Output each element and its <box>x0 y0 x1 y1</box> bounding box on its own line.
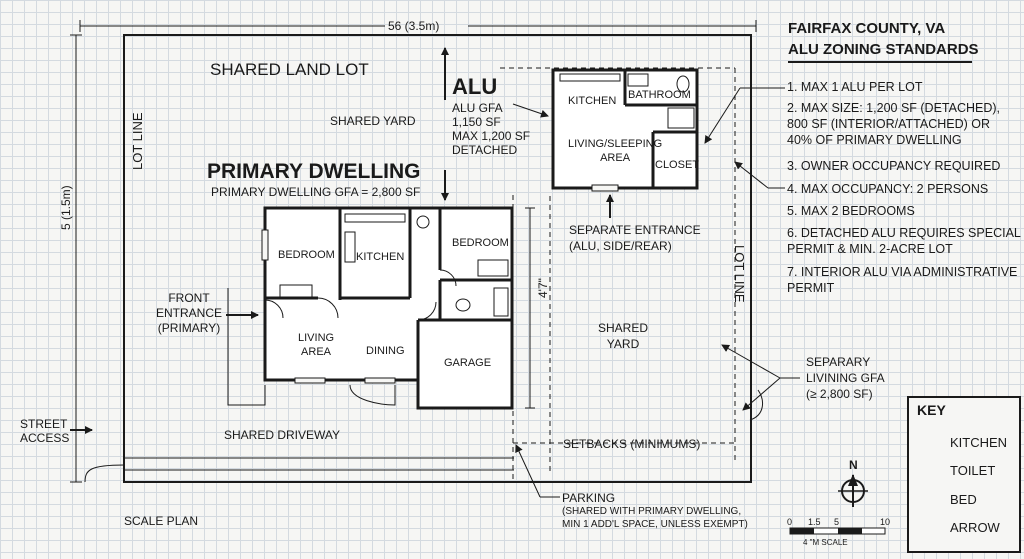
setbacks-label: SETBACKS (MINIMUMS) <box>563 437 701 451</box>
primary-dwelling-gfa: PRIMARY DWELLING GFA = 2,800 SF <box>211 185 421 199</box>
key-item-bed: BED <box>950 492 977 507</box>
alu-title: ALU <box>452 74 498 99</box>
alu-bathroom-label: BATHROOM <box>628 89 691 101</box>
separate-entrance-label: SEPARATE ENTRANCE (ALU, SIDE/REAR) <box>569 223 701 253</box>
scale-caption: 4 "M SCALE <box>803 538 848 547</box>
living-area-label: LIVING AREA <box>298 332 335 358</box>
top-dimension-line <box>79 20 757 32</box>
garage-label: GARAGE <box>444 357 492 369</box>
rule-item: 4. MAX OCCUPANCY: 2 PERSONS <box>787 182 989 196</box>
rule-item: 7. INTERIOR ALU VIA ADMINISTRATIVE PERMI… <box>787 265 1018 295</box>
scale-tick-label: 10 <box>880 517 891 527</box>
scale-tick-label: 0 <box>787 517 793 527</box>
scale-plan-label: SCALE PLAN <box>124 514 199 528</box>
shared-land-lot-label: SHARED LAND LOT <box>210 60 369 79</box>
rule-item: 1. MAX 1 ALU PER LOT <box>787 80 923 94</box>
key-item-kitchen: KITCHEN <box>950 435 1008 450</box>
scale-bar <box>789 527 886 535</box>
north-compass <box>838 474 868 507</box>
bedroom-right-label: BEDROOM <box>452 237 509 249</box>
rule-item: 3. OWNER OCCUPANCY REQUIRED <box>787 159 1001 173</box>
alu-closet-label: CLOSET <box>655 159 700 171</box>
garage-dimension-line <box>525 207 535 409</box>
primary-dwelling-title: PRIMARY DWELLING <box>207 160 421 183</box>
driveway-outline <box>84 288 763 483</box>
alu-building <box>551 68 699 192</box>
title-line-2: ALU ZONING STANDARDS <box>788 41 979 58</box>
key-title: KEY <box>917 402 946 418</box>
rule-item: 5. MAX 2 BEDROOMS <box>787 204 915 218</box>
rule-item: 2. MAX SIZE: 1,200 SF (DETACHED), 800 SF… <box>787 101 1001 147</box>
shared-driveway-label: SHARED DRIVEWAY <box>224 428 341 442</box>
scale-tick-label: 1.5 <box>808 517 821 527</box>
left-dimension-label: 5 (1.5m) <box>59 185 73 230</box>
annotation-arrows <box>70 87 800 498</box>
lot-line-left-label: LOT LINE <box>130 112 145 170</box>
shared-yard-top-label: SHARED YARD <box>330 114 416 128</box>
parking-note: (SHARED WITH PRIMARY DWELLING, MIN 1 ADD… <box>562 506 748 530</box>
dining-label: DINING <box>366 345 405 357</box>
shared-yard-right-label: SHARED YARD <box>598 321 649 351</box>
title-underline <box>788 61 972 63</box>
key-legend <box>907 396 1021 553</box>
north-label: N <box>849 458 858 472</box>
bedroom-left-label: BEDROOM <box>278 249 335 261</box>
rule-item: 6. DETACHED ALU REQUIRES SPECIAL PERMIT … <box>787 226 1021 256</box>
lot-boundary <box>123 34 752 483</box>
alu-living-label: LIVING/SLEEPING AREA <box>568 138 663 164</box>
front-entrance-label: FRONT ENTRANCE (PRIMARY) <box>156 291 223 335</box>
parking-title: PARKING <box>562 491 616 505</box>
street-access-label: STREET ACCESS <box>20 417 70 445</box>
key-item-toilet: TOILET <box>950 463 996 478</box>
separary-gfa-label: SEPARARY LIVINING GFA (≥ 2,800 SF) <box>806 355 885 401</box>
left-dimension-line <box>70 34 82 483</box>
scale-tick-label: 5 <box>834 517 840 527</box>
alu-details: ALU GFA 1,150 SF MAX 1,200 SF DETACHED <box>452 101 531 157</box>
top-dimension-label: 56 (3.5m) <box>388 19 440 33</box>
garage-dimension-label: 4'7" <box>536 278 550 298</box>
title-line-1: FAIRFAX COUNTY, VA <box>788 20 946 37</box>
key-item-arrow: ARROW <box>950 520 1000 535</box>
alu-kitchen-label: KITCHEN <box>568 95 617 107</box>
primary-dwelling <box>261 206 514 410</box>
kitchen-label: KITCHEN <box>356 251 405 263</box>
lot-line-right-label: LOT LINE <box>732 245 747 303</box>
